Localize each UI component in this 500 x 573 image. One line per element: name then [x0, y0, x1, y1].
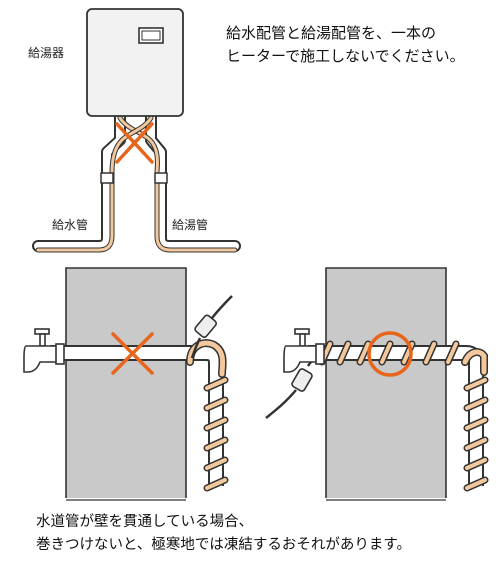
label-hot-pipe: 給湯管 — [172, 217, 208, 232]
heater-tape-right — [265, 340, 489, 492]
wall-pipe-diagram-correct — [265, 267, 489, 501]
water-heater-box — [86, 8, 184, 117]
water-pipe-left — [50, 345, 224, 486]
caption-top: 給水配管と給湯配管を、一本の ヒーターで施工しないでください。 — [226, 22, 465, 68]
prohibited-x-mark-bottom — [111, 332, 154, 375]
prohibited-x-mark-top — [115, 122, 154, 164]
wall-left — [65, 267, 187, 498]
faucet-left-icon — [23, 328, 65, 373]
heater-display-icon — [138, 27, 164, 44]
caption-top-line-1: 給水配管と給湯配管を、一本の — [226, 24, 437, 42]
heater-pipes — [32, 108, 241, 253]
caption-bottom-line-1: 水道管が壁を貫通している場合、 — [36, 514, 254, 530]
faucet-right-icon — [283, 328, 325, 373]
ok-circle-mark — [367, 331, 413, 377]
caption-bottom: 水道管が壁を貫通している場合、 巻きつけないと、極寒地では凍結するおそれがありま… — [36, 511, 411, 557]
label-water-heater: 給湯器 — [28, 46, 64, 60]
water-heater-diagram: 給湯器 給水管 給湯管 — [28, 8, 241, 253]
heater-tape-left — [186, 295, 233, 492]
wall-pipe-diagram-wrong — [23, 267, 233, 501]
caption-top-line-2: ヒーターで施工しないでください。 — [226, 47, 465, 65]
caption-bottom-line-2: 巻きつけないと、極寒地では凍結するおそれがあります。 — [36, 537, 411, 553]
wall-right — [325, 267, 447, 498]
label-cold-pipe: 給水管 — [52, 217, 88, 232]
